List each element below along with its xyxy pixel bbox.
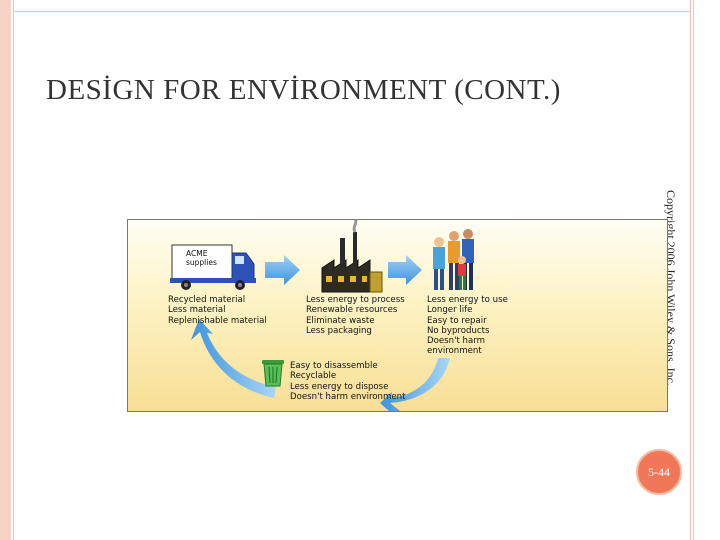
arrow-materials-to-manufacturing — [265, 255, 300, 285]
manufacturing-benefit: Eliminate waste — [306, 315, 375, 326]
truck-sign: ACME supplies — [186, 249, 217, 267]
arrow-disposal-to-materials — [191, 319, 276, 398]
truck-icon — [170, 244, 256, 290]
truck-sign-line: ACME — [186, 249, 208, 258]
use-benefits-list: Less energy to use Longer life Easy to r… — [427, 295, 508, 357]
manufacturing-benefits-list: Less energy to process Renewable resourc… — [306, 295, 405, 336]
lifecycle-arrows — [170, 220, 474, 411]
manufacturing-benefit: Less packaging — [306, 325, 372, 336]
arrow-use-to-disposal — [380, 358, 450, 411]
disposal-benefit: Doesn't harm environment — [290, 391, 406, 402]
page-number-badge: 5-44 — [636, 449, 682, 495]
left-frame-line — [13, 0, 14, 540]
disposal-benefit: Less energy to dispose — [290, 381, 389, 392]
disposal-benefit: Easy to disassemble — [290, 361, 378, 371]
recycle-bin-icon — [262, 360, 284, 387]
factory-icon — [321, 220, 383, 293]
use-benefit: No byproducts — [427, 325, 490, 336]
disposal-benefits-list: Easy to disassemble Recyclable Less ener… — [290, 361, 405, 402]
arrow-manufacturing-to-use — [388, 255, 422, 285]
materials-benefits-list: Recycled material Less material Replenis… — [168, 295, 267, 326]
use-benefit: Less energy to use — [427, 295, 508, 305]
materials-benefit: Replenishable material — [168, 315, 267, 326]
top-frame-line — [13, 11, 691, 12]
use-benefit: Easy to repair — [427, 315, 487, 326]
slide-title: DESİGN FOR ENVİRONMENT (CONT.) — [46, 74, 561, 106]
materials-benefit: Recycled material — [168, 295, 246, 305]
use-benefit: environment — [427, 346, 482, 357]
manufacturing-benefit: Less energy to process — [306, 295, 405, 305]
use-benefit: Doesn't harm — [427, 336, 486, 347]
materials-benefit: Less material — [168, 305, 226, 316]
left-frame-band — [0, 0, 11, 540]
page-number: 5-44 — [648, 464, 670, 479]
right-frame-line — [690, 0, 691, 540]
use-benefit: Longer life — [427, 305, 473, 316]
lifecycle-diagram: ACME supplies Recycled material Less mat… — [127, 219, 668, 412]
truck-sign-line: supplies — [186, 257, 217, 267]
people-icon — [433, 229, 474, 290]
disposal-benefit: Recyclable — [290, 371, 337, 382]
right-frame-line-inner — [693, 0, 694, 540]
manufacturing-benefit: Renewable resources — [306, 305, 398, 316]
